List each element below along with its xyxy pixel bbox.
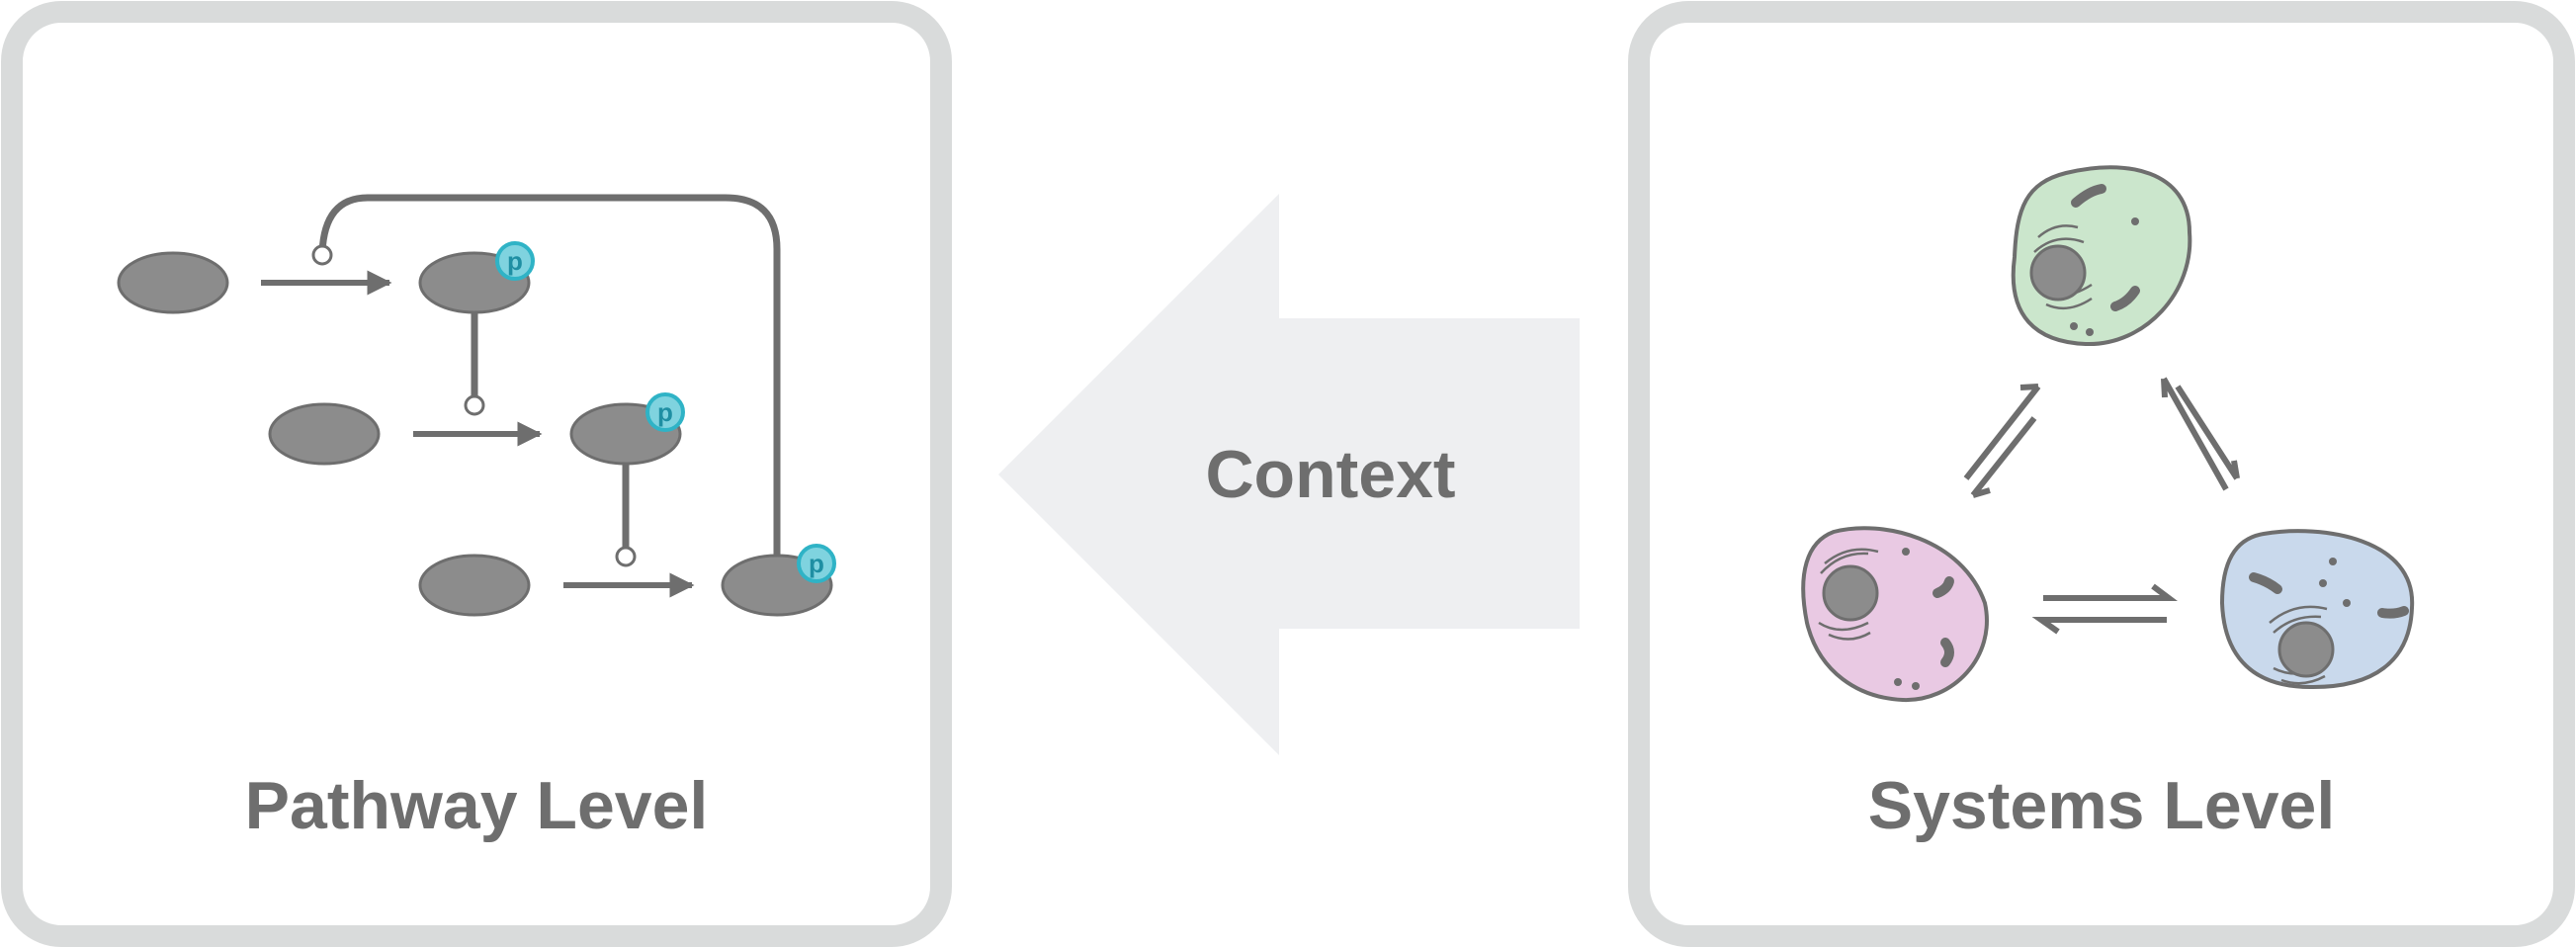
systems-level-label: Systems Level xyxy=(1868,768,2336,843)
pathway-level-panel: p p p Pathway Level xyxy=(1,1,952,947)
context-label: Context xyxy=(1205,437,1455,512)
left-arrow-shape xyxy=(998,194,1580,755)
phosphate-badge-icon: p xyxy=(645,392,685,432)
pathway-node xyxy=(117,251,229,314)
panel-frame xyxy=(1,1,952,947)
feedback-inhibition-line xyxy=(318,194,781,575)
inhibition-end-icon xyxy=(464,394,485,416)
cell-icon xyxy=(1801,526,1989,703)
svg-text:p: p xyxy=(809,549,824,578)
equilibrium-arrows-icon xyxy=(1963,384,2041,498)
cell-icon xyxy=(2011,165,2192,347)
systems-level-panel: Systems Level xyxy=(1628,1,2575,947)
equilibrium-arrows-icon xyxy=(2031,583,2178,635)
panel-frame xyxy=(1628,1,2575,947)
pathway-level-label: Pathway Level xyxy=(245,768,709,843)
svg-text:p: p xyxy=(657,397,673,427)
svg-text:p: p xyxy=(507,246,523,276)
inhibition-end-icon xyxy=(311,244,333,266)
pathway-node xyxy=(418,554,531,617)
inhibition-end-icon xyxy=(615,546,637,567)
phosphate-badge-icon: p xyxy=(495,241,535,281)
cell-icon xyxy=(2219,529,2415,690)
context-arrow: Context xyxy=(998,194,1580,755)
pathway-node xyxy=(268,402,381,466)
equilibrium-arrows-icon xyxy=(2161,377,2240,491)
phosphate-badge-icon: p xyxy=(797,544,836,583)
